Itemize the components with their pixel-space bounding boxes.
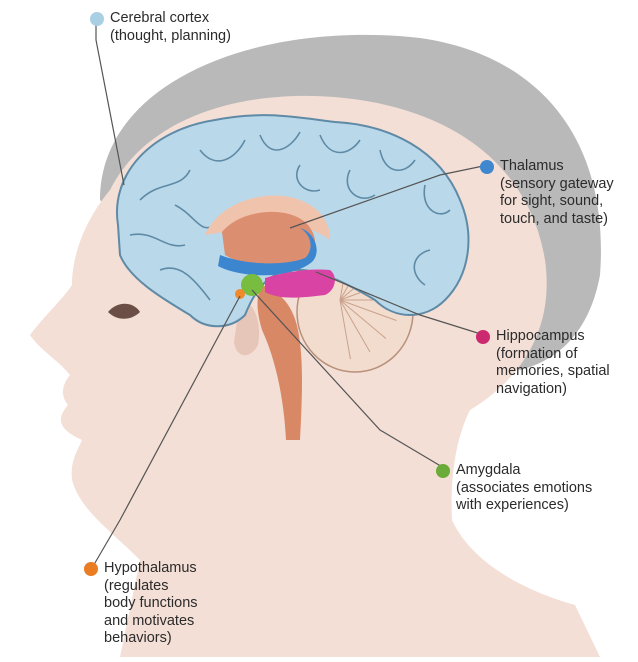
cortex-dot <box>90 12 104 26</box>
label-hypothalamus: Hypothalamus (regulates body functions a… <box>84 560 198 648</box>
hypothalamus-dot <box>84 562 98 576</box>
amygdala-title: Amygdala <box>456 462 521 478</box>
amygdala-dot <box>436 464 450 478</box>
cerebellum-fold-8 <box>339 299 351 360</box>
cortex-fold-3 <box>319 134 361 154</box>
leader-hippocampus <box>315 271 485 336</box>
cortex-fold-7 <box>159 267 211 301</box>
cortex-fold-11 <box>296 164 321 192</box>
cortex-fold-8 <box>413 249 431 286</box>
hypothalamus-title: Hypothalamus <box>104 560 197 576</box>
hippocampus-dot <box>476 330 490 344</box>
cortex-fold-6 <box>129 233 186 247</box>
cerebellum-fold-5 <box>339 299 397 321</box>
leader-amygdala <box>251 289 445 469</box>
cortex-fold-4 <box>379 149 416 171</box>
eye <box>108 303 140 319</box>
leader-cortex <box>95 22 125 186</box>
leader-lines <box>91 22 489 569</box>
thalamus-region <box>218 228 317 276</box>
amygdala-description: (associates emotions with experiences) <box>456 479 593 514</box>
cortex-title: Cerebral cortex <box>110 10 210 26</box>
cerebellum-fold-7 <box>339 299 371 353</box>
hippocampus-title: Hippocampus <box>496 328 585 344</box>
hypothalamus-description: (regulates body functions and motivates … <box>104 577 198 647</box>
amygdala-region <box>241 274 263 296</box>
cortex-fold-2 <box>259 131 301 151</box>
cortex-folds <box>129 131 451 301</box>
cortex-fold-1 <box>199 139 246 162</box>
thalamus-title: Thalamus <box>500 158 564 174</box>
cortex-fold-10 <box>346 169 376 199</box>
leader-thalamus <box>289 164 489 229</box>
thalamus-body <box>222 211 316 266</box>
hippocampus-description: (formation of memories, spatial navigati… <box>496 345 610 397</box>
cerebellum-fold-6 <box>339 299 387 339</box>
leader-hypothalamus <box>91 295 241 569</box>
label-thalamus: Thalamus (sensory gateway for sight, sou… <box>480 158 614 228</box>
brainstem <box>257 285 302 440</box>
thalamus-description: (sensory gateway for sight, sound, touch… <box>500 175 614 227</box>
hippocampus-region <box>265 269 335 298</box>
cortex-fold-0 <box>139 169 191 201</box>
label-amygdala: Amygdala (associates emotions with exper… <box>436 462 593 515</box>
hypothalamus-region <box>235 289 245 299</box>
label-cerebral-cortex: Cerebral cortex (thought, planning) <box>90 10 231 45</box>
cortex-fold-5 <box>423 184 451 215</box>
cortex-description: (thought, planning) <box>110 27 231 44</box>
label-hippocampus: Hippocampus (formation of memories, spat… <box>476 328 610 398</box>
thalamus-dot <box>480 160 494 174</box>
